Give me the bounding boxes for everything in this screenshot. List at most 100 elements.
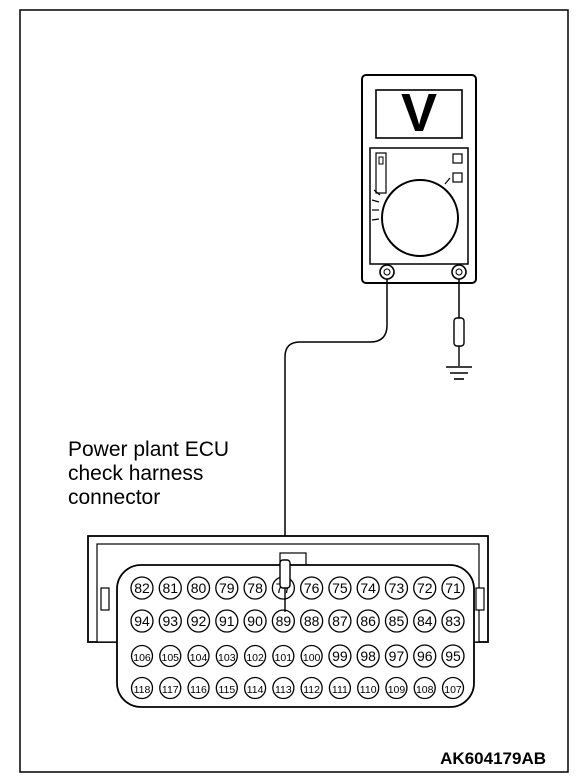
- connector-pin-115: [215, 676, 238, 700]
- connector-pin-104: [187, 644, 210, 668]
- range-switch: [375, 152, 387, 194]
- connector-pin-114: [243, 676, 267, 700]
- connector-pin-71: [441, 576, 465, 600]
- dial-tick: [371, 218, 380, 221]
- connector-pin-79: [215, 576, 239, 600]
- caption-line-1: Power plant ECU: [68, 438, 229, 461]
- rotary-dial: [381, 179, 459, 257]
- connector-pin-label: 80: [191, 580, 207, 596]
- connector-pin-95: [441, 644, 465, 668]
- connector-pin-label: 98: [360, 648, 376, 664]
- connector-pin-label: 115: [218, 684, 235, 696]
- connector-pin-label: 87: [332, 613, 348, 629]
- connector-pin-label: 85: [389, 613, 405, 629]
- meter-display: [375, 89, 463, 139]
- connector-pin-label: 84: [417, 613, 433, 629]
- connector-pin-label: 100: [303, 652, 321, 664]
- ecu-connector: 8281807978777675747372719493929190898887…: [87, 535, 489, 708]
- connector-pin-label: 71: [445, 580, 461, 596]
- multimeter: V: [361, 74, 477, 284]
- connector-pin-111: [328, 676, 352, 700]
- connector-pin-label: 83: [445, 613, 461, 629]
- connector-pin-93: [158, 609, 182, 633]
- connector-pin-118: [130, 676, 154, 700]
- connector-pin-110: [357, 676, 380, 700]
- connector-pin-106: [130, 644, 154, 668]
- meter-button-1: [452, 153, 463, 164]
- connector-pin-label: 74: [360, 580, 376, 596]
- connector-pin-78: [243, 576, 267, 600]
- connector-pin-116: [187, 676, 210, 700]
- connector-pin-label: 91: [219, 613, 235, 629]
- connector-pin-101: [272, 644, 295, 668]
- connector-pin-label: 117: [162, 684, 179, 696]
- connector-pin-label: 89: [276, 613, 292, 629]
- connector-pin-73: [384, 576, 409, 600]
- connector-pin-88: [299, 609, 324, 633]
- connector-pin-label: 95: [445, 648, 461, 664]
- connector-pin-81: [158, 576, 182, 600]
- connector-pin-100: [300, 644, 323, 668]
- ground-icon: [446, 366, 472, 380]
- connector-pin-label: 110: [360, 684, 377, 696]
- connector-pin-label: 103: [218, 652, 236, 664]
- connector-pin-96: [413, 644, 437, 668]
- figure-code: AK604179AB: [440, 749, 546, 768]
- connector-pin-label: 72: [417, 580, 433, 596]
- ground-probe: [453, 317, 465, 347]
- connector-pin-label: 75: [332, 580, 348, 596]
- connector-pin-112: [300, 676, 323, 700]
- connector-pin-label: 109: [388, 684, 406, 696]
- connector-pin-84: [413, 609, 437, 633]
- connector-pin-label: 108: [416, 684, 434, 696]
- connector-pin-94: [130, 609, 154, 633]
- connector-pin-92: [186, 609, 211, 633]
- connector-pin-103: [215, 644, 238, 668]
- connector-pin-72: [413, 576, 437, 600]
- connector-pin-85: [384, 609, 409, 633]
- connector-pin-86: [356, 609, 380, 633]
- dial-tick: [371, 199, 380, 203]
- connector-pin-109: [385, 676, 408, 700]
- dial-tick: [373, 189, 381, 196]
- meter-button-2: [452, 172, 463, 183]
- connector-pin-label: 78: [247, 580, 263, 596]
- connector-pin-82: [130, 576, 154, 600]
- connector-pin-label: 112: [303, 684, 320, 696]
- connector-pin-label: 97: [389, 648, 405, 664]
- connector-pin-80: [186, 576, 211, 600]
- connector-pins: 8281807978777675747372719493929190898887…: [130, 576, 465, 700]
- connector-pin-89: [271, 609, 296, 633]
- connector-pin-91: [215, 609, 239, 633]
- connector-pin-76: [299, 576, 324, 600]
- connector-pin-105: [159, 644, 182, 668]
- connector-pin-label: 113: [275, 684, 292, 696]
- connector-pin-label: 102: [246, 652, 264, 664]
- connector-pin-label: 93: [162, 613, 178, 629]
- connector-pin-83: [441, 609, 465, 633]
- connector-pin-113: [272, 676, 295, 700]
- connector-pin-label: 82: [134, 580, 150, 596]
- meter-jack-positive-inner: [383, 268, 391, 276]
- connector-pin-75: [328, 576, 352, 600]
- caption-line-3: connector: [68, 486, 160, 509]
- connector-pin-label: 73: [389, 580, 405, 596]
- connector-pin-98: [356, 644, 380, 668]
- connector-pin-label: 90: [247, 613, 263, 629]
- connector-pin-97: [384, 644, 409, 668]
- connector-pin-label: 79: [219, 580, 235, 596]
- connector-pin-108: [413, 676, 436, 700]
- connector-pin-74: [356, 576, 380, 600]
- connector-pin-label: 81: [162, 580, 178, 596]
- connector-pin-face: [116, 564, 475, 708]
- connector-latch-right: [475, 587, 485, 611]
- positive-test-lead: [284, 279, 388, 560]
- probe-tip-overlay: [279, 559, 291, 589]
- connector-pin-label: 86: [360, 613, 376, 629]
- connector-pin-label: 116: [190, 684, 207, 696]
- connector-pin-label: 88: [304, 613, 320, 629]
- connector-pin-102: [243, 644, 267, 668]
- connector-pin-label: 104: [190, 652, 208, 664]
- connector-pin-99: [328, 644, 352, 668]
